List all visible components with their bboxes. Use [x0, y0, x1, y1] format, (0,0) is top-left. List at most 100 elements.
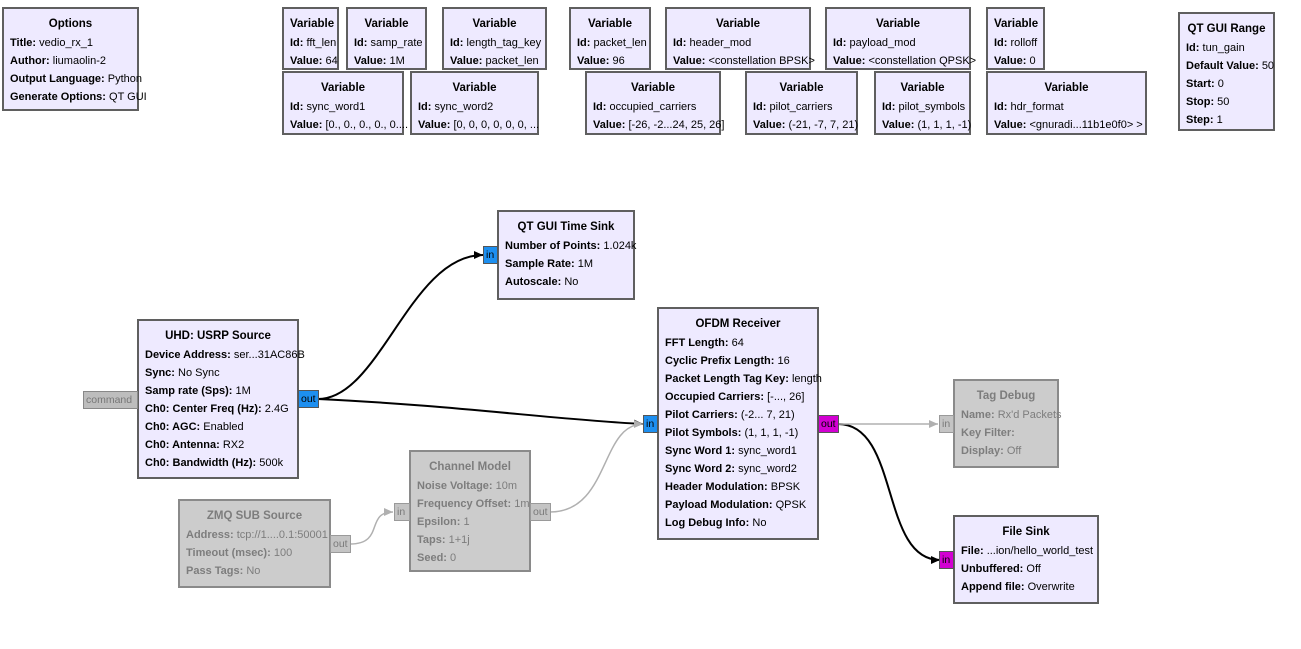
block-title: UHD: USRP Source — [165, 330, 271, 342]
param-row: Device Address: ser...31AC86B — [145, 349, 305, 361]
param-row: Stop: 50 — [1186, 96, 1230, 108]
param-row: Unbuffered: Off — [961, 563, 1041, 575]
param-row: Id: samp_rate — [354, 37, 423, 49]
ofdm-receiver-block[interactable]: OFDM Receiver FFT Length: 64 Cyclic Pref… — [657, 307, 822, 540]
param-row: Value: <gnuradi...11b1e0f0> > — [994, 119, 1143, 131]
channel-out-port[interactable]: out — [530, 503, 551, 521]
block-title: Variable — [364, 18, 409, 30]
variable-block-packet-len[interactable]: Variable Id: packet_len Value: 96 — [569, 7, 651, 70]
param-row: Pass Tags: No — [186, 565, 261, 577]
param-row: Key Filter: — [961, 427, 1015, 439]
file-sink-block[interactable]: File Sink File: ...ion/hello_world_test … — [953, 515, 1099, 604]
variable-block-sync-word1[interactable]: Variable Id: sync_word1 Value: [0., 0., … — [282, 71, 408, 135]
param-row: Samp rate (Sps): 1M — [145, 385, 251, 397]
variable-block-payload-mod[interactable]: Variable Id: payload_mod Value: <constel… — [825, 7, 977, 70]
param-row: Author: liumaolin-2 — [10, 55, 106, 67]
param-row: Step: 1 — [1186, 114, 1223, 126]
zmq-sub-source-block[interactable]: ZMQ SUB Source Address: tcp://1....0.1:5… — [178, 499, 331, 588]
param-row: Id: length_tag_key — [450, 37, 542, 49]
qt-gui-range-block[interactable]: QT GUI Range Id: tun_gain Default Value:… — [1178, 12, 1275, 131]
block-title: File Sink — [1002, 526, 1050, 538]
channel-in-port[interactable]: in — [394, 503, 410, 521]
zmq-out-port[interactable]: out — [330, 535, 351, 553]
param-row: Ch0: Antenna: RX2 — [145, 439, 245, 451]
wire-zmq-to-channel[interactable] — [349, 508, 394, 545]
param-row: Id: pilot_symbols — [882, 101, 966, 113]
variable-block-fft-len[interactable]: Variable Id: fft_len Value: 64 — [282, 7, 339, 70]
wire-usrp-to-timesink[interactable] — [317, 251, 484, 400]
param-row: Ch0: AGC: Enabled — [145, 421, 244, 433]
qt-gui-time-sink-block[interactable]: QT GUI Time Sink Number of Points: 1.024… — [497, 210, 637, 300]
param-row: Id: sync_word1 — [290, 101, 366, 113]
variable-block-hdr-format[interactable]: Variable Id: hdr_format Value: <gnuradi.… — [986, 71, 1147, 135]
param-row: Value: [0, 0, 0, 0, 0, 0, ... — [418, 119, 540, 131]
param-row: Sample Rate: 1M — [505, 258, 594, 270]
param-row: Noise Voltage: 10m — [417, 480, 518, 492]
param-row: Id: hdr_format — [994, 101, 1064, 113]
param-row: File: ...ion/hello_world_test — [961, 545, 1094, 557]
param-row: Seed: 0 — [417, 552, 457, 564]
param-row: Value: [-26, -2...24, 25, 26] — [593, 119, 725, 131]
wire-usrp-to-ofdm[interactable] — [317, 398, 644, 428]
variable-block-rolloff[interactable]: Variable Id: rolloff Value: 0 — [986, 7, 1045, 70]
param-row: Id: sync_word2 — [418, 101, 494, 113]
ofdm-in-port[interactable]: in — [643, 415, 658, 433]
param-row: Value: 0 — [994, 55, 1036, 67]
block-title: QT GUI Range — [1187, 23, 1266, 35]
param-row: Start: 0 — [1186, 78, 1224, 90]
param-row: Id: tun_gain — [1186, 42, 1245, 54]
param-row: Value: <constellation BPSK> — [673, 55, 815, 67]
variable-block-occupied-carriers[interactable]: Variable Id: occupied_carriers Value: [-… — [585, 71, 725, 135]
param-row: Packet Length Tag Key: length — [665, 373, 822, 385]
param-row: Sync: No Sync — [145, 367, 220, 379]
options-block[interactable]: Options Title: vedio_rx_1 Author: liumao… — [2, 7, 147, 111]
block-title: OFDM Receiver — [695, 318, 781, 330]
variable-block-pilot-carriers[interactable]: Variable Id: pilot_carriers Value: (-21,… — [745, 71, 858, 135]
variable-block-header-mod[interactable]: Variable Id: header_mod Value: <constell… — [665, 7, 815, 70]
param-row: Title: vedio_rx_1 — [10, 37, 93, 49]
block-title: Variable — [452, 82, 497, 94]
param-row: Epsilon: 1 — [417, 516, 470, 528]
block-title: Variable — [875, 18, 921, 30]
usrp-source-block[interactable]: UHD: USRP Source Device Address: ser...3… — [137, 319, 305, 479]
time-sink-in-port[interactable]: in — [483, 246, 498, 264]
variable-block-samp-rate[interactable]: Variable Id: samp_rate Value: 1M — [346, 7, 427, 70]
param-row: Value: <constellation QPSK> — [833, 55, 977, 67]
usrp-out-port[interactable]: out — [298, 390, 319, 408]
param-row: Output Language: Python — [10, 73, 143, 85]
param-row: Id: header_mod — [673, 37, 752, 49]
tag-debug-in-port[interactable]: in — [939, 415, 954, 433]
variable-block-pilot-symbols[interactable]: Variable Id: pilot_symbols Value: (1, 1,… — [874, 71, 971, 135]
param-row: Number of Points: 1.024k — [505, 240, 637, 252]
param-row: Id: pilot_carriers — [753, 101, 833, 113]
tag-debug-block[interactable]: Tag Debug Name: Rx'd Packets Key Filter:… — [953, 379, 1062, 468]
param-row: Pilot Carriers: (-2... 7, 21) — [665, 409, 795, 421]
file-sink-in-port[interactable]: in — [939, 551, 954, 569]
param-row: Sync Word 2: sync_word2 — [665, 463, 797, 475]
param-row: Id: rolloff — [994, 37, 1038, 49]
param-row: Name: Rx'd Packets — [961, 409, 1062, 421]
param-row: Taps: 1+1j — [417, 534, 470, 546]
param-row: Cyclic Prefix Length: 16 — [665, 355, 790, 367]
wire-ofdm-to-filesink[interactable] — [837, 423, 941, 564]
variable-block-length-tag-key[interactable]: Variable Id: length_tag_key Value: packe… — [442, 7, 547, 70]
param-row: Value: packet_len — [450, 55, 539, 67]
usrp-command-port[interactable]: command — [83, 391, 138, 409]
param-row: Id: packet_len — [577, 37, 647, 49]
wire-channel-to-ofdm[interactable] — [549, 420, 644, 513]
param-row: Generate Options: QT GUI — [10, 91, 147, 103]
block-title: ZMQ SUB Source — [206, 510, 303, 522]
block-title: Variable — [1044, 82, 1089, 94]
block-title: QT GUI Time Sink — [517, 221, 615, 233]
ofdm-out-port[interactable]: out — [818, 415, 839, 433]
param-row: Append file: Overwrite — [961, 581, 1075, 593]
channel-model-block[interactable]: Channel Model Noise Voltage: 10m Frequen… — [409, 450, 531, 572]
param-row: Sync Word 1: sync_word1 — [665, 445, 797, 457]
param-row: Value: (1, 1, 1, -1) — [882, 119, 972, 131]
variable-block-sync-word2[interactable]: Variable Id: sync_word2 Value: [0, 0, 0,… — [410, 71, 539, 135]
param-row: Pilot Symbols: (1, 1, 1, -1) — [665, 427, 799, 439]
param-row: Payload Modulation: QPSK — [665, 499, 807, 511]
param-row: Id: payload_mod — [833, 37, 916, 49]
block-title: Variable — [900, 82, 945, 94]
param-row: Autoscale: No — [505, 276, 579, 288]
